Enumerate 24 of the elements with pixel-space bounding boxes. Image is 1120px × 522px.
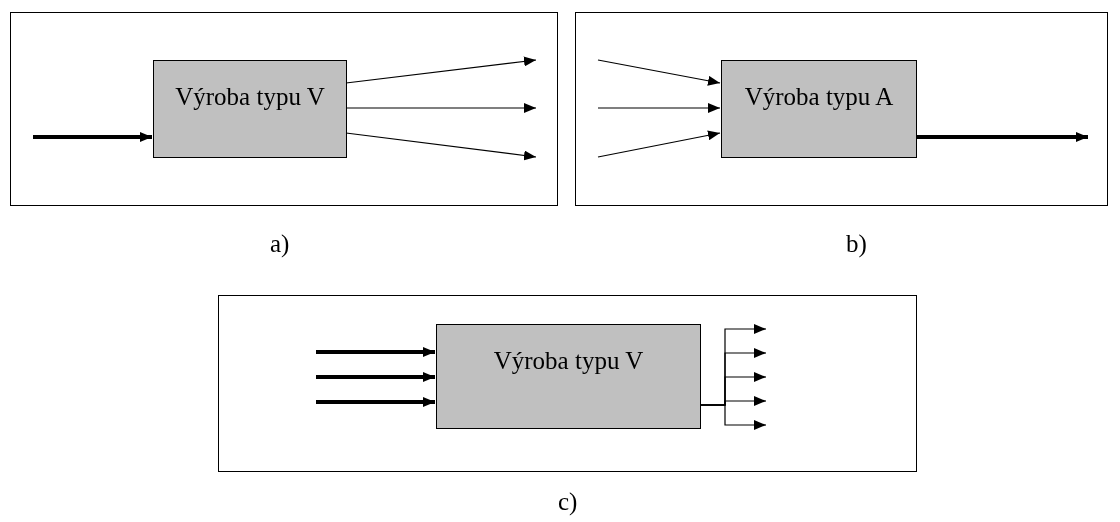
panel-frame [575, 12, 1108, 206]
arrow [316, 397, 435, 407]
arrow [597, 59, 721, 86]
panel-caption: b) [846, 230, 867, 258]
arrow [316, 372, 435, 382]
process-label: Výroba typu V [493, 347, 644, 375]
panel-caption: c) [558, 488, 578, 516]
arrow [345, 56, 537, 84]
process-box [436, 324, 701, 429]
arrow [597, 130, 721, 158]
arrow [345, 132, 537, 161]
arrow [916, 132, 1088, 142]
process-box [153, 60, 347, 158]
arrow [597, 103, 721, 113]
arrow [33, 132, 152, 142]
process-label: Výroba typu A [744, 83, 894, 111]
panel-caption: a) [270, 230, 290, 258]
arrow [345, 103, 537, 113]
panel-frame [10, 12, 558, 206]
process-label: Výroba typu V [175, 83, 325, 111]
arrow [316, 347, 435, 357]
process-box [721, 60, 917, 158]
arrow [699, 404, 767, 430]
panel-frame [218, 295, 917, 472]
